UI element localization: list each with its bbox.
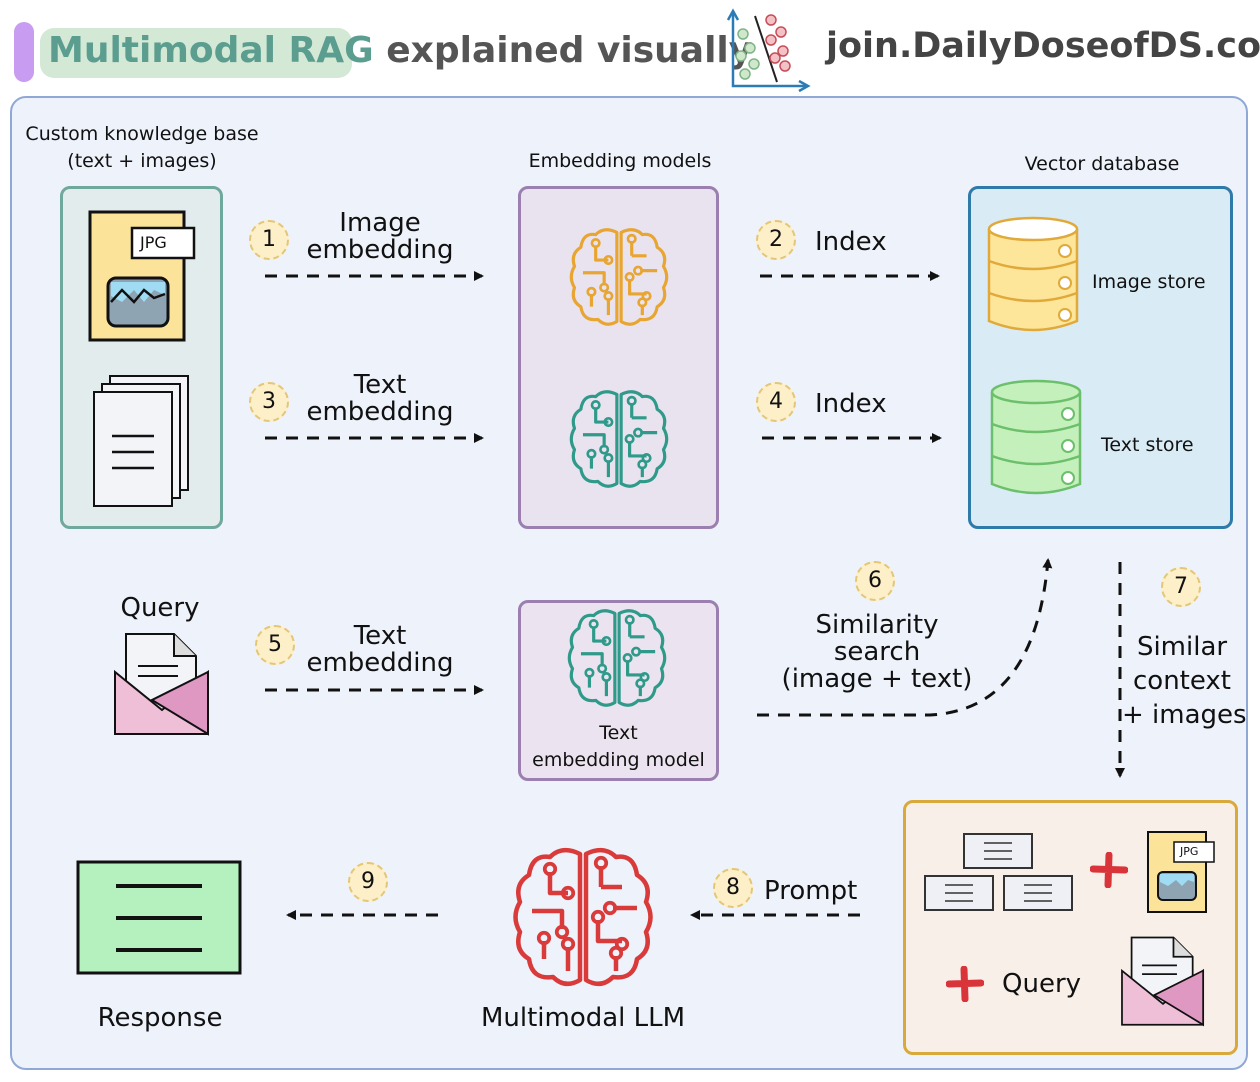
step-1-label: Image embedding bbox=[300, 210, 460, 264]
query-embedding-brain-icon bbox=[567, 609, 667, 707]
retrieved-jpg-tag: JPG bbox=[1180, 845, 1199, 858]
scatter-classifier-logo-icon bbox=[726, 8, 811, 93]
step-7-label-line3: + images bbox=[1122, 700, 1247, 730]
step-3-badge: 3 bbox=[249, 382, 289, 422]
text-model-label-line1: Text bbox=[599, 722, 638, 744]
multimodal-llm-label: Multimodal LLM bbox=[480, 1003, 686, 1033]
image-embedding-brain-icon bbox=[569, 228, 669, 326]
step-1-badge: 1 bbox=[249, 220, 289, 260]
plus-icon bbox=[946, 966, 984, 1002]
embedding-models-label: Embedding models bbox=[528, 150, 712, 172]
image-store-label: Image store bbox=[1092, 271, 1206, 293]
step-1-label-line1: Image bbox=[339, 208, 421, 238]
context-query-label: Query bbox=[1002, 969, 1082, 999]
text-embedding-model-label: Text embedding model bbox=[518, 720, 719, 774]
step-4-label: Index bbox=[815, 389, 887, 419]
step-3-label: Text embedding bbox=[300, 372, 460, 426]
step-7-label: Similar context + images bbox=[1122, 630, 1247, 732]
step-6-label: Similarity search (image + text) bbox=[767, 612, 987, 693]
step-5-badge: 5 bbox=[255, 625, 295, 665]
response-label: Response bbox=[97, 1003, 223, 1033]
title-rest-text: explained visually bbox=[386, 30, 753, 71]
step-3-label-line2: embedding bbox=[306, 397, 454, 427]
step-1-label-line2: embedding bbox=[306, 235, 454, 265]
step-6-label-line2: search bbox=[833, 637, 921, 667]
query-label: Query bbox=[120, 593, 200, 623]
embedding-models-box bbox=[518, 186, 719, 529]
step-2-badge: 2 bbox=[756, 220, 796, 260]
step-4-badge: 4 bbox=[756, 382, 796, 422]
jpg-file-icon bbox=[88, 210, 196, 342]
text-store-label: Text store bbox=[1101, 434, 1194, 456]
image-store-database-icon bbox=[987, 216, 1079, 332]
vector-database-label: Vector database bbox=[1024, 153, 1180, 175]
plus-icon bbox=[1090, 852, 1128, 888]
text-model-label-line2: embedding model bbox=[532, 749, 705, 771]
jpg-tag: JPG bbox=[140, 233, 167, 252]
response-document-icon bbox=[76, 860, 242, 975]
retrieved-text-chunks-icon bbox=[924, 833, 1073, 911]
step-7-label-line2: context bbox=[1133, 666, 1231, 696]
knowledge-base-label: Custom knowledge base (text + images) bbox=[22, 121, 262, 175]
step-7-badge: 7 bbox=[1161, 567, 1201, 607]
arrow-similarity-search bbox=[757, 558, 1053, 717]
title-highlight bbox=[40, 28, 352, 78]
step-5-label-line1: Text bbox=[353, 621, 407, 651]
step-7-label-line1: Similar bbox=[1136, 632, 1228, 662]
context-query-envelope-icon bbox=[1121, 936, 1205, 1027]
step-9-badge: 9 bbox=[348, 862, 388, 902]
kb-label-line1: Custom knowledge base bbox=[25, 123, 259, 145]
multimodal-llm-brain-icon bbox=[516, 850, 651, 984]
step-8-badge: 8 bbox=[713, 868, 753, 908]
retrieved-jpg-image-icon bbox=[1147, 831, 1215, 913]
site-url[interactable]: join.DailyDoseofDS.com bbox=[826, 26, 1260, 66]
query-envelope-icon bbox=[114, 633, 209, 736]
header-accent-bar bbox=[14, 22, 34, 82]
step-8-label: Prompt bbox=[764, 876, 858, 906]
text-embedding-brain-icon bbox=[569, 390, 669, 488]
step-5-label-line2: embedding bbox=[306, 648, 454, 678]
title-highlight-text: Multimodal RAG bbox=[48, 30, 374, 71]
kb-label-line2: (text + images) bbox=[67, 150, 217, 172]
step-6-label-line1: Similarity bbox=[815, 610, 939, 640]
step-6-label-line3: (image + text) bbox=[781, 664, 973, 694]
text-documents-icon bbox=[93, 375, 189, 507]
step-2-label: Index bbox=[815, 227, 887, 257]
step-3-label-line1: Text bbox=[353, 370, 407, 400]
page-title: Multimodal RAG explained visually bbox=[48, 30, 752, 71]
step-6-badge: 6 bbox=[855, 561, 895, 601]
text-store-database-icon bbox=[990, 379, 1082, 495]
step-5-label: Text embedding bbox=[300, 623, 460, 677]
